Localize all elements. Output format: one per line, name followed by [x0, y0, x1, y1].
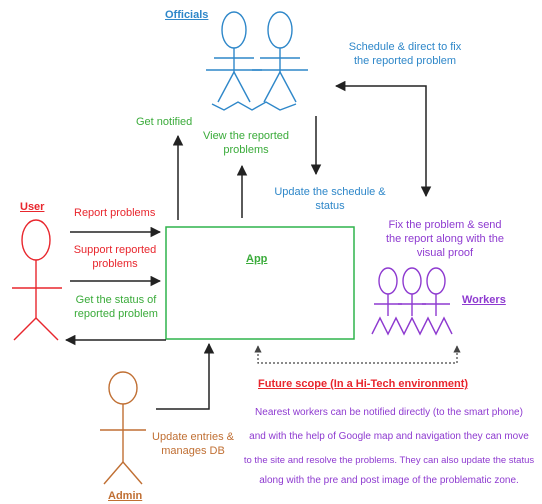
schedule-direct-line-2: the reported problem — [353, 55, 457, 67]
officials-label: Officials — [165, 9, 209, 21]
schedule-direct-label: Schedule & direct to fix the reported pr… — [330, 40, 480, 68]
user-figure — [12, 219, 62, 341]
update-entries-line-2: manages DB — [161, 445, 225, 457]
schedule-direct-line-1: Schedule & direct to fix — [348, 41, 462, 53]
future-scope-line-4: along with the pre and post image of the… — [259, 475, 519, 486]
fix-problem-label: Fix the problem & send the report along … — [380, 218, 510, 260]
view-reported-line-1: View the reported — [202, 130, 290, 142]
get-status-line-2: reported problem — [74, 308, 158, 320]
future-scope-line-1: Nearest workers can be notified directly… — [255, 407, 523, 418]
view-reported-line-2: problems — [223, 144, 269, 156]
arrow-update-entries — [156, 342, 215, 410]
app-label: App — [246, 253, 268, 265]
update-entries-line-1: Update entries & — [152, 431, 234, 443]
update-schedule-line-1: Update the schedule & — [274, 186, 386, 198]
future-scope-line-3: to the site and resolve the problems. Th… — [243, 455, 535, 466]
fix-problem-line-1: Fix the problem & send — [388, 219, 502, 231]
app-box — [165, 226, 355, 340]
workers-label: Workers — [462, 294, 506, 306]
future-scope-line-2: and with the help of Google map and navi… — [249, 431, 529, 442]
workers-figure — [371, 267, 453, 336]
fix-problem-line-2: the report along with the — [385, 233, 505, 245]
get-notified-label: Get notified — [136, 116, 193, 128]
get-status-label: Get the status of reported problem — [68, 293, 164, 321]
update-entries-label: Update entries & manages DB — [148, 430, 238, 458]
fix-problem-line-3: visual proof — [416, 247, 474, 259]
arrow-future-scope — [254, 345, 461, 364]
user-label: User — [20, 201, 45, 213]
update-schedule-line-2: status — [315, 200, 345, 212]
admin-figure — [100, 371, 146, 485]
arrow-schedule-direct — [334, 80, 432, 198]
future-scope-title: Future scope (In a Hi-Tech environment) — [258, 378, 469, 390]
officials-figure — [206, 11, 308, 111]
support-reported-line-1: Support reported — [73, 244, 157, 256]
view-reported-label: View the reported problems — [200, 129, 292, 157]
support-reported-label: Support reported problems — [70, 243, 160, 271]
report-problems-label: Report problems — [74, 207, 156, 219]
get-status-line-1: Get the status of — [75, 294, 157, 306]
support-reported-line-2: problems — [92, 258, 138, 270]
update-schedule-label: Update the schedule & status — [268, 185, 392, 213]
admin-label: Admin — [108, 490, 143, 502]
